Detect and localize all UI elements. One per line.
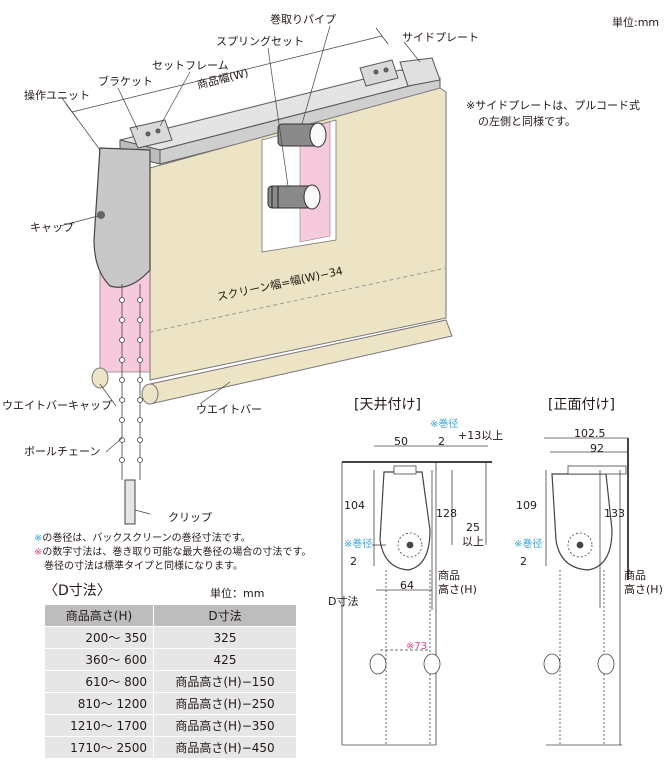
set-frame-label: セットフレーム	[152, 59, 229, 72]
ceiling-mount-title: [天井付け]	[354, 397, 421, 413]
operation-unit	[93, 147, 151, 288]
front-dim-92: 92	[590, 442, 604, 455]
note-line-1: ※の巻径は、バックスクリーンの巻径寸法です。	[34, 533, 251, 544]
clip-label: クリップ	[168, 511, 212, 524]
spring-set	[267, 184, 321, 210]
ceiling-dim-73: ※73	[406, 641, 428, 652]
ceiling-dim-64: 64	[400, 579, 414, 592]
front-dim-133: 133	[604, 507, 625, 520]
ceiling-side-roll-dia-mark: ※巻径	[344, 539, 373, 550]
set-frame	[119, 69, 441, 165]
d-table-header: D寸法	[153, 604, 297, 627]
unit-label: 単位:mm	[612, 16, 660, 29]
ceiling-product-height-2: 高さ(H)	[438, 583, 477, 596]
weight-bar-label: ウエイトバー	[196, 403, 262, 416]
d-table-header: 商品高さ(H)	[44, 604, 154, 627]
ceiling-dim-25-suffix: 以上	[462, 535, 484, 548]
ceiling-top-offset: +13以上	[458, 429, 504, 442]
weight-bar	[91, 319, 453, 405]
side-plate-label: サイドプレート	[402, 31, 479, 44]
ceiling-dim-104: 104	[344, 499, 365, 512]
front-product-height-1: 商品	[624, 569, 646, 582]
ball-chain	[119, 284, 143, 480]
ball-chain-label: ボールチェーン	[24, 445, 101, 458]
note-line-2: ※の数字寸法は、巻き取り可能な最大巻径の場合の寸法です。	[34, 547, 312, 558]
leader-lines	[59, 25, 421, 515]
operation-unit-label: 操作ユニット	[24, 89, 90, 102]
brackets	[129, 59, 399, 149]
bracket-label: ブラケット	[98, 75, 153, 88]
ceiling-roll-dia-mark: ※巻径	[430, 419, 459, 430]
front-side-roll-dia-mark: ※巻径	[514, 539, 543, 550]
ceiling-dim-2-side: 2	[350, 555, 357, 568]
roller-pipe	[277, 122, 327, 148]
ceiling-d-dim: D寸法	[328, 595, 359, 608]
front-dim-109: 109	[516, 499, 537, 512]
cap-label: キャップ	[30, 221, 74, 234]
front-product-height-2: 高さ(H)	[624, 583, 663, 596]
d-table-title: 〈D寸法〉	[44, 583, 111, 599]
ceiling-dim-50: 50	[394, 435, 408, 448]
ceiling-product-height-1: 商品	[438, 569, 460, 582]
front-dim-2-side: 2	[520, 555, 527, 568]
note-line-3: 巻径の寸法は標準タイプと同様になります。	[44, 561, 243, 572]
side-plate	[399, 57, 441, 87]
spring-set-label: スプリングセット	[216, 35, 304, 48]
ceiling-dim-2-top: 2	[438, 435, 445, 448]
d-table-unit: 単位：mm	[210, 587, 265, 600]
ceiling-dim-25: 25	[466, 521, 480, 534]
weight-bar-cap-label: ウエイトバーキャップ	[2, 399, 112, 412]
ceiling-dim-128: 128	[436, 507, 457, 520]
front-mount-title: [正面付け]	[548, 397, 615, 413]
roller-pipe-label: 巻取りパイプ	[270, 13, 336, 26]
clip	[124, 479, 136, 525]
side-plate-note: ※サイドプレートは、プルコード式 の左側と同様です。	[466, 99, 640, 128]
front-dim-102-5: 102.5	[574, 427, 606, 440]
